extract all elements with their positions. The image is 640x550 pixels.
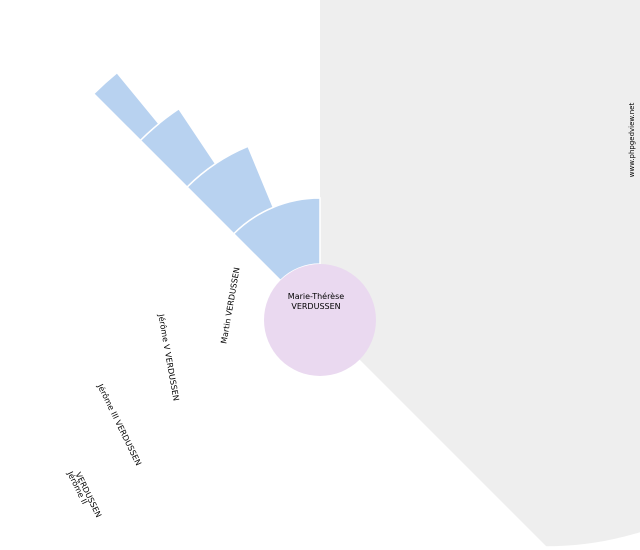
ancestor-segment-gen4[interactable] [92,71,160,142]
ancestor-label-gen1: Martin VERDUSSEN [219,267,241,345]
root-last-name: VERDUSSEN [291,302,340,311]
fan-background [320,0,640,547]
root-first-name: Marie-Thérèse [288,291,344,301]
root-person-circle[interactable] [264,264,376,376]
ancestor-label-gen3: Jérôme III VERDUSSEN [95,381,144,467]
ancestor-label-gen2: Jérôme V VERDUSSEN [156,312,181,401]
watermark-text: www.phpgedview.net [628,103,636,178]
